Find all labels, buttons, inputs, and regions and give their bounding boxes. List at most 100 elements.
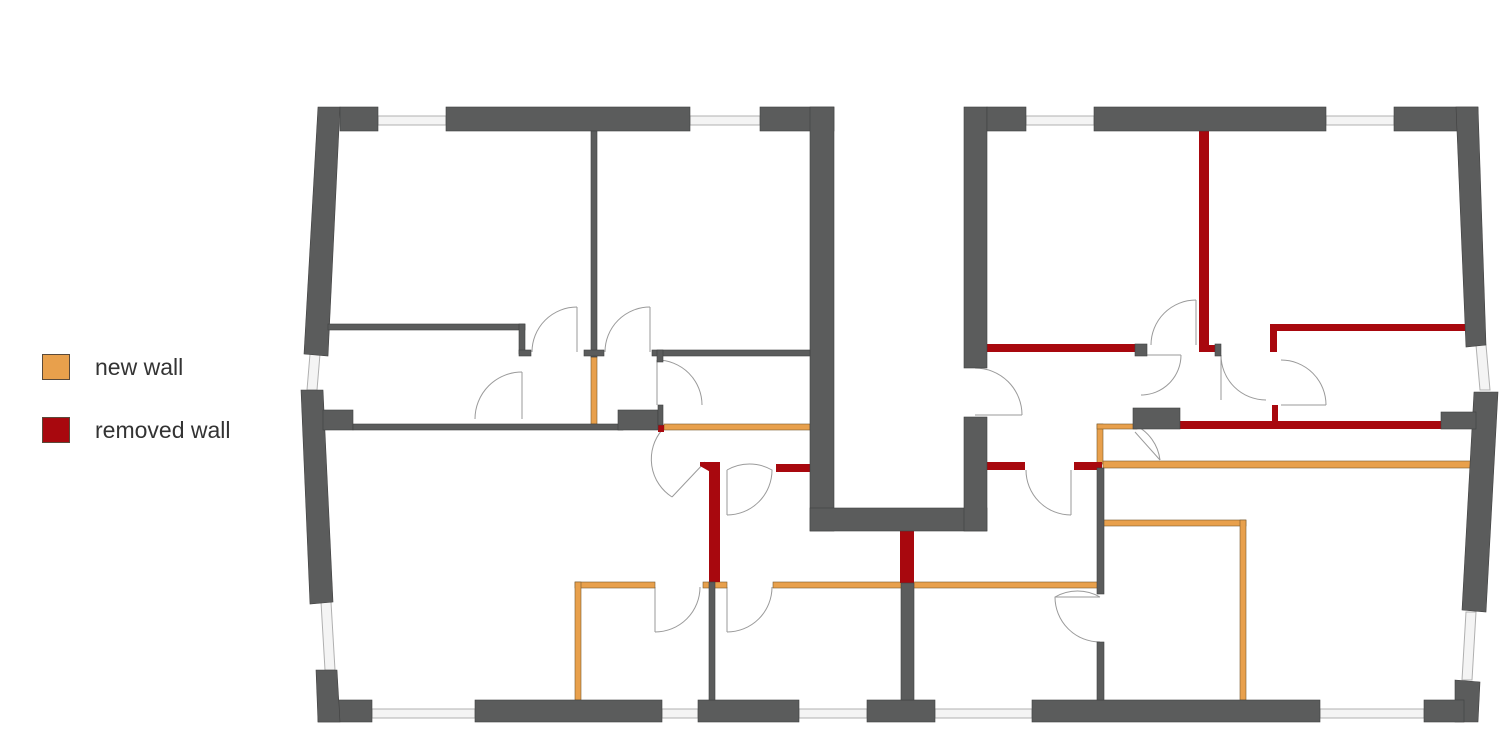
interior-wall bbox=[1096, 467, 1105, 595]
window bbox=[1325, 115, 1395, 126]
interior-wall bbox=[1134, 343, 1148, 357]
new-wall bbox=[1102, 519, 1247, 527]
removed-wall bbox=[1270, 324, 1277, 352]
window bbox=[1319, 708, 1425, 719]
new-wall bbox=[1096, 423, 1138, 430]
window bbox=[320, 601, 336, 671]
window bbox=[934, 708, 1033, 719]
exterior-wall bbox=[697, 699, 800, 723]
door-swing bbox=[474, 371, 523, 420]
door-leaf bbox=[671, 461, 706, 498]
exterior-wall bbox=[1093, 106, 1327, 132]
window bbox=[798, 708, 868, 719]
exterior-wall bbox=[1031, 699, 1321, 723]
exterior-wall bbox=[445, 106, 691, 132]
door-swing bbox=[1280, 359, 1327, 406]
new-wall bbox=[1239, 519, 1247, 701]
interior-wall bbox=[583, 349, 605, 357]
door-leaf bbox=[1134, 431, 1161, 461]
window bbox=[371, 708, 476, 719]
new-wall bbox=[574, 581, 656, 589]
interior-wall bbox=[352, 423, 624, 431]
exterior-wall bbox=[300, 389, 334, 605]
interior-wall bbox=[651, 349, 811, 357]
door-swing bbox=[1054, 590, 1101, 643]
interior-wall bbox=[657, 404, 664, 426]
exterior-wall bbox=[1461, 391, 1499, 613]
door-swing bbox=[1134, 424, 1161, 461]
removed-wall bbox=[658, 425, 664, 432]
removed-wall bbox=[1272, 405, 1278, 424]
window bbox=[306, 353, 321, 391]
door-swing bbox=[531, 306, 578, 353]
exterior-wall bbox=[986, 106, 1027, 132]
exterior-wall bbox=[303, 106, 341, 357]
existing-walls bbox=[300, 106, 1499, 723]
exterior-wall bbox=[963, 106, 988, 369]
door-swing bbox=[1150, 299, 1197, 346]
interior-wall bbox=[656, 349, 664, 363]
interior-wall bbox=[327, 323, 526, 331]
exterior-wall bbox=[963, 416, 988, 532]
exterior-wall bbox=[866, 699, 936, 723]
exterior-wall bbox=[809, 106, 835, 532]
removed-wall bbox=[987, 344, 1135, 352]
new-wall bbox=[1102, 460, 1476, 469]
exterior-wall bbox=[339, 106, 379, 132]
interior-wall bbox=[518, 349, 532, 357]
removed-wall bbox=[1199, 130, 1209, 345]
new-wall bbox=[772, 581, 1100, 589]
removed-walls bbox=[658, 130, 1468, 583]
door-swing bbox=[1140, 354, 1182, 396]
removed-wall bbox=[1270, 324, 1468, 331]
exterior-wall bbox=[1440, 411, 1477, 430]
door-swing bbox=[1025, 469, 1072, 516]
legend-label: removed wall bbox=[95, 416, 231, 443]
windows bbox=[306, 115, 1491, 719]
legend-label: new wall bbox=[95, 353, 184, 380]
new-wall bbox=[1096, 423, 1104, 465]
interior-wall bbox=[1214, 343, 1222, 357]
door-swing bbox=[604, 306, 651, 353]
interior-wall bbox=[900, 582, 915, 701]
window bbox=[661, 708, 699, 719]
window bbox=[1025, 115, 1095, 126]
interior-wall bbox=[1132, 407, 1181, 430]
removed-wall bbox=[700, 462, 720, 474]
door-swing bbox=[1220, 354, 1267, 401]
removed-wall bbox=[1180, 421, 1442, 429]
legend-item-removed-wall: removed wall bbox=[42, 415, 231, 445]
door-swing bbox=[656, 359, 703, 406]
door-swing bbox=[650, 429, 673, 498]
door-swing bbox=[726, 586, 773, 633]
removed-wall bbox=[987, 462, 1025, 470]
exterior-wall bbox=[1423, 699, 1465, 723]
interior-wall bbox=[708, 581, 716, 701]
legend-item-new-wall: new wall bbox=[42, 352, 231, 382]
exterior-wall bbox=[809, 507, 988, 532]
interior-wall bbox=[518, 323, 526, 355]
exterior-wall bbox=[322, 409, 354, 431]
door-swing bbox=[654, 586, 701, 633]
exterior-wall bbox=[1455, 106, 1487, 348]
window bbox=[1461, 611, 1477, 681]
exterior-wall bbox=[315, 669, 341, 723]
new-wall-swatch bbox=[42, 354, 70, 380]
removed-wall bbox=[1074, 462, 1102, 470]
door-swing bbox=[726, 463, 773, 516]
door-swing bbox=[974, 367, 1023, 416]
removed-wall bbox=[709, 462, 720, 582]
interior-wall bbox=[590, 130, 598, 358]
legend: new wall removed wall bbox=[42, 352, 231, 478]
removed-wall bbox=[900, 531, 914, 583]
window bbox=[377, 115, 447, 126]
window bbox=[1475, 344, 1491, 391]
new-wall bbox=[663, 423, 811, 431]
interior-wall bbox=[617, 409, 659, 431]
removed-wall bbox=[776, 464, 810, 472]
interior-wall bbox=[1096, 641, 1105, 701]
new-wall bbox=[574, 581, 582, 701]
removed-wall bbox=[1199, 345, 1219, 352]
window bbox=[689, 115, 761, 126]
